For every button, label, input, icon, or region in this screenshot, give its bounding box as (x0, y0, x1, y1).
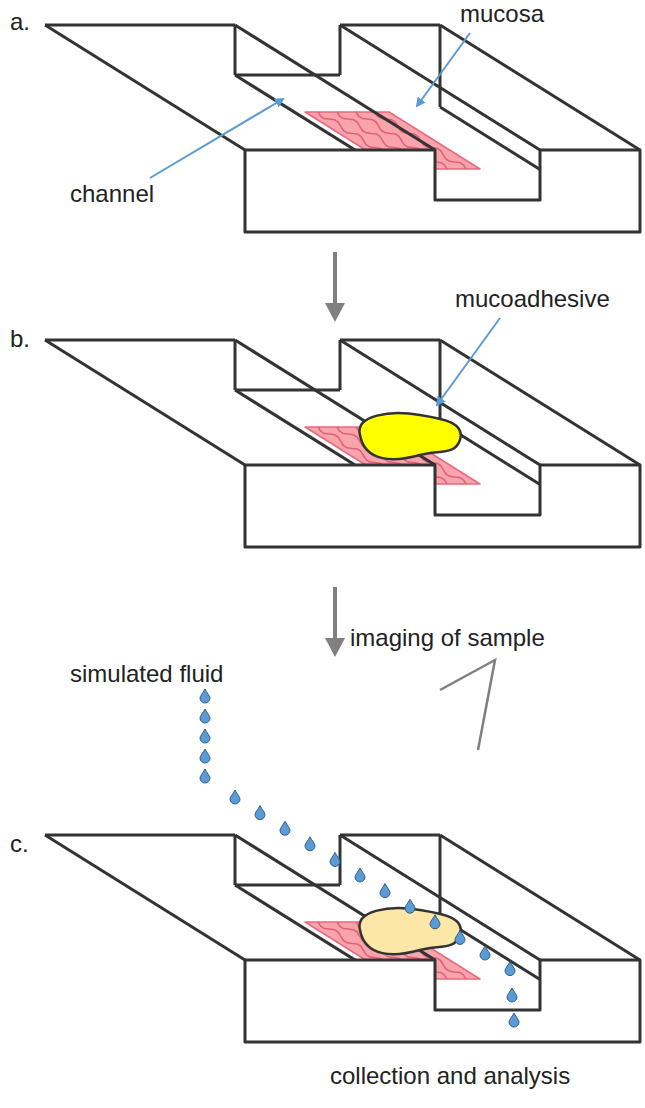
part-label: imaging of sample (350, 624, 545, 652)
droplet (330, 852, 340, 866)
droplet (509, 1013, 519, 1027)
droplet (305, 837, 315, 851)
droplet (380, 884, 390, 898)
part-label: mucoadhesive (455, 285, 610, 313)
droplet (355, 868, 365, 882)
channel-c (45, 835, 640, 1042)
droplet (200, 729, 210, 743)
droplet (480, 946, 490, 960)
fluid-droplets (200, 689, 519, 1027)
part-label: channel (70, 180, 154, 208)
droplet (200, 689, 210, 703)
part-label: simulated fluid (70, 660, 223, 688)
droplet (200, 749, 210, 763)
droplet (430, 915, 440, 929)
droplet (255, 806, 265, 820)
droplet (455, 930, 465, 944)
channel-b (45, 340, 640, 547)
droplet (230, 790, 240, 804)
imaging-symbol (440, 660, 495, 750)
channel-a (45, 25, 640, 232)
droplet (200, 709, 210, 723)
part-label: mucosa (460, 0, 544, 28)
panel-letter: a. (10, 8, 30, 36)
step-arrow (325, 252, 345, 657)
droplet (405, 899, 415, 913)
droplet (200, 769, 210, 783)
droplet (280, 821, 290, 835)
panel-letter: c. (10, 830, 29, 858)
leader-arrow (150, 33, 500, 405)
droplet (507, 988, 517, 1002)
part-label: collection and analysis (330, 1062, 570, 1090)
droplet (505, 962, 515, 976)
panel-letter: b. (10, 325, 30, 353)
